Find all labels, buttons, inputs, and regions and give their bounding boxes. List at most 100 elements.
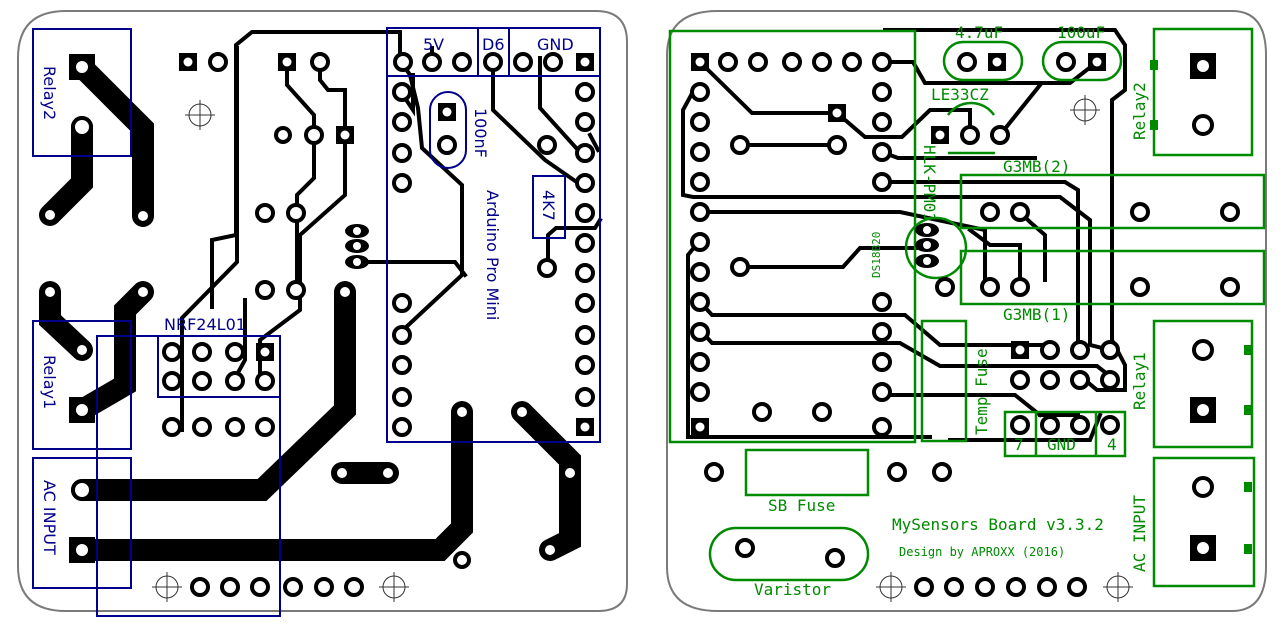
pad-hole [76, 404, 88, 416]
round-pad [255, 280, 275, 300]
pad-hole [695, 422, 705, 432]
round-pad [825, 548, 845, 568]
round-pad [960, 125, 980, 145]
relay1-top-outline [1152, 319, 1254, 449]
round-pad [255, 417, 275, 437]
board-title: MySensors Board v3.3.2 [892, 515, 1104, 534]
round-pad [453, 551, 471, 569]
g3mb1-outline [959, 249, 1266, 306]
round-pad [41, 283, 59, 301]
pad-hole [340, 130, 350, 140]
round-pad [1100, 415, 1120, 435]
silkscreen-top: 4.7uF 100uF LE33CZ HLK-PM01 DS18B20 G3MB… [668, 23, 1266, 599]
round-pad [690, 82, 710, 102]
pad-hole [992, 57, 1002, 67]
sb-fuse-outline [744, 448, 870, 497]
round-pad [704, 462, 724, 482]
round-pad [1010, 370, 1030, 390]
round-pad [1037, 577, 1057, 597]
round-pad [872, 82, 892, 102]
label-pin-gnd: GND [1047, 435, 1076, 454]
label-sb-fuse: SB Fuse [768, 496, 835, 515]
ac-input-top-outline [1152, 456, 1256, 588]
round-pad [483, 52, 503, 72]
round-pad [827, 135, 847, 155]
round-pad [392, 173, 412, 193]
round-pad [283, 577, 303, 597]
round-pad [1192, 114, 1214, 136]
round-pad [1070, 340, 1090, 360]
round-pad [575, 293, 595, 313]
round-pad [422, 52, 442, 72]
round-pad [575, 112, 595, 132]
round-pad [225, 417, 245, 437]
round-pad [1010, 415, 1030, 435]
round-pad [842, 52, 862, 72]
round-pad [752, 402, 772, 422]
round-pad [812, 52, 832, 72]
design-credit: Design by APROXX (2016) [899, 545, 1065, 559]
round-pad [932, 462, 952, 482]
round-pad [872, 382, 892, 402]
round-pad [690, 292, 710, 312]
round-pad [134, 283, 152, 301]
round-pad [192, 417, 212, 437]
round-pad [71, 116, 93, 138]
g3mb2-outline [959, 173, 1266, 230]
round-pad [575, 173, 595, 193]
round-pad [314, 577, 334, 597]
round-pad [250, 577, 270, 597]
relay2-outline [32, 28, 132, 157]
round-pad [575, 325, 595, 345]
pad-hole [282, 57, 292, 67]
pad-hole [580, 422, 590, 432]
round-pad [872, 172, 892, 192]
round-pad [513, 403, 531, 421]
round-pad [190, 577, 210, 597]
label-g3mb1: G3MB(1) [1003, 305, 1070, 324]
label-pin-7: 7 [1014, 435, 1024, 454]
round-pad [690, 322, 710, 342]
silkscreen-bottom: Relay2 Relay1 AC INPUT NRF24L01 5V D6 GN… [32, 27, 601, 617]
power-traces [39, 56, 581, 561]
round-pad [225, 371, 245, 391]
cap-4.7uf-outline [942, 40, 1024, 82]
pad-hole [935, 130, 945, 140]
round-pad [162, 417, 182, 437]
nrf-outline [157, 335, 281, 398]
round-pad [393, 52, 413, 72]
round-pad [690, 142, 710, 162]
label-gnd: GND [537, 35, 574, 54]
round-pad [561, 464, 579, 482]
label-100uf: 100uF [1057, 23, 1105, 42]
round-pad [872, 142, 892, 162]
label-relay1: Relay1 [40, 355, 59, 409]
round-pad [872, 112, 892, 132]
round-pad [453, 403, 471, 421]
pad-hole [695, 57, 705, 67]
round-pad [887, 462, 907, 482]
round-pad [1010, 202, 1030, 222]
round-pad [336, 283, 354, 301]
round-pad [1220, 277, 1240, 297]
round-pad [718, 52, 738, 72]
round-pad [872, 352, 892, 372]
round-pad [735, 538, 755, 558]
round-pad [286, 203, 306, 223]
round-pad [134, 207, 152, 225]
round-pad [1100, 340, 1120, 360]
round-pad [1192, 339, 1214, 361]
ac-input-outline [32, 457, 132, 589]
round-pad [344, 577, 364, 597]
round-pad [437, 135, 457, 155]
arduino-top-outline [668, 29, 917, 444]
round-pad [980, 277, 1000, 297]
round-pad [690, 202, 710, 222]
round-pad [1067, 577, 1087, 597]
mounting-hole-icon [876, 95, 1133, 602]
pads-bottom [41, 52, 595, 597]
label-relay2: Relay2 [40, 66, 59, 120]
label-nrf24l01: NRF24L01 [164, 315, 246, 334]
round-pad [690, 262, 710, 282]
